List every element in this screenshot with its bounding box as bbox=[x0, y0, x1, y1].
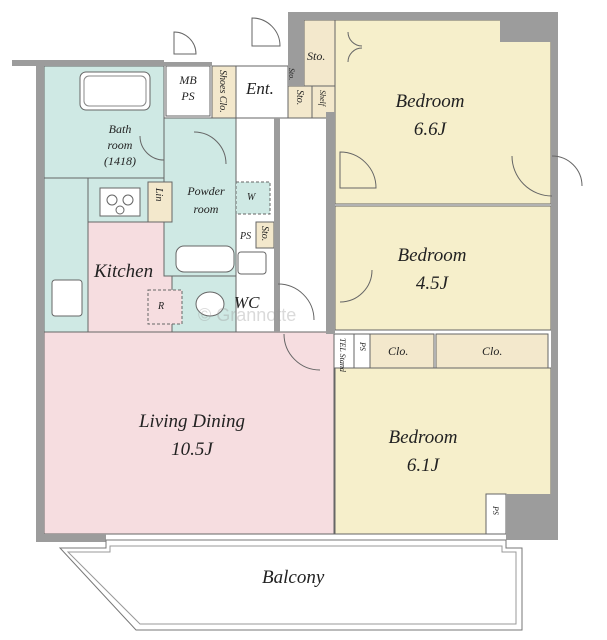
burner-2 bbox=[122, 194, 134, 206]
bath-line1: Bath bbox=[108, 122, 132, 136]
balcony-outline bbox=[58, 539, 523, 631]
bedroom-6-6-area bbox=[334, 19, 552, 205]
kitchen-name: Kitchen bbox=[94, 261, 154, 282]
shelf-label: Shelf bbox=[318, 90, 327, 106]
door-wc bbox=[277, 283, 315, 321]
shoes-closet-label: Shoes Clo. bbox=[217, 70, 228, 113]
linen-label: Lin bbox=[153, 188, 164, 202]
closet-2 bbox=[435, 333, 549, 369]
closet-1-label: Clo. bbox=[388, 344, 409, 358]
washbasin bbox=[175, 245, 235, 273]
ps-mid-label: PS bbox=[358, 342, 367, 351]
burner-1 bbox=[106, 194, 118, 206]
door-mbps bbox=[173, 31, 197, 55]
toilet bbox=[195, 291, 225, 317]
bedroom-1-size: 6.6J bbox=[413, 119, 447, 140]
door-bath bbox=[139, 135, 165, 161]
wc-sink bbox=[237, 251, 267, 275]
door-balcony-window-2 bbox=[551, 155, 583, 187]
mb-ps bbox=[165, 65, 211, 117]
door-living bbox=[283, 333, 321, 371]
storage-powder-label: Sto. bbox=[259, 226, 270, 242]
linen-closet bbox=[147, 181, 173, 223]
door-powder bbox=[193, 131, 227, 165]
powder-line1: Powder bbox=[187, 184, 225, 198]
kitchen-sink bbox=[51, 279, 83, 317]
doors bbox=[139, 17, 583, 371]
burner-3 bbox=[115, 205, 125, 215]
bedroom-3-name: Bedroom bbox=[388, 427, 458, 448]
bedroom-3-size: 6.1J bbox=[406, 455, 440, 476]
shoes-closet bbox=[211, 65, 237, 119]
storage-top-label: Sto. bbox=[307, 49, 326, 63]
bathtub-inner bbox=[83, 75, 147, 107]
storage-small-label: Sto. bbox=[287, 68, 296, 81]
door-balcony-window-1 bbox=[511, 155, 553, 197]
living-dining-name: Living Dining bbox=[138, 411, 246, 432]
bathtub bbox=[79, 71, 151, 111]
bath-line3: (1418) bbox=[104, 154, 136, 168]
shelf bbox=[311, 85, 336, 119]
ps-mid bbox=[353, 333, 371, 369]
balcony-inner bbox=[66, 545, 517, 625]
refrigerator bbox=[147, 289, 183, 325]
closet-2-label: Clo. bbox=[482, 344, 503, 358]
ps-powder-label: PS bbox=[240, 231, 252, 242]
door-front bbox=[251, 17, 281, 47]
bath-line2: room bbox=[107, 138, 133, 152]
door-sto-a bbox=[347, 31, 363, 47]
washer-space bbox=[235, 181, 271, 215]
wc-name: WC bbox=[234, 293, 260, 312]
door-sto-b bbox=[347, 47, 363, 63]
entrance-name: Ent. bbox=[246, 79, 274, 98]
mbps-line2: PS bbox=[181, 89, 195, 103]
ps-bedroom-label: PS bbox=[491, 506, 500, 515]
closet-1 bbox=[369, 333, 435, 369]
door-bedroom-1 bbox=[339, 151, 377, 189]
entrance-area bbox=[235, 65, 289, 119]
tel-stand-label: TEL Stand bbox=[338, 338, 347, 372]
walls bbox=[12, 12, 558, 542]
mbps-line1: MB bbox=[179, 73, 197, 87]
stove bbox=[99, 187, 141, 217]
living-dining-area bbox=[43, 331, 335, 535]
refrigerator-label: R bbox=[158, 301, 165, 312]
balcony-name: Balcony bbox=[262, 567, 325, 588]
door-bedroom-2 bbox=[339, 269, 373, 303]
washer-label: W bbox=[247, 192, 256, 203]
bedroom-4-5-area bbox=[334, 205, 552, 331]
bedroom-2-size: 4.5J bbox=[415, 273, 449, 294]
watermark: © Grannotte bbox=[198, 305, 297, 325]
living-dining-size: 10.5J bbox=[171, 439, 213, 460]
bedroom-2-name: Bedroom bbox=[397, 245, 467, 266]
bedroom-1-name: Bedroom bbox=[395, 91, 465, 112]
powder-line2: room bbox=[193, 202, 219, 216]
storage-entrance-label: Sto. bbox=[294, 90, 305, 106]
